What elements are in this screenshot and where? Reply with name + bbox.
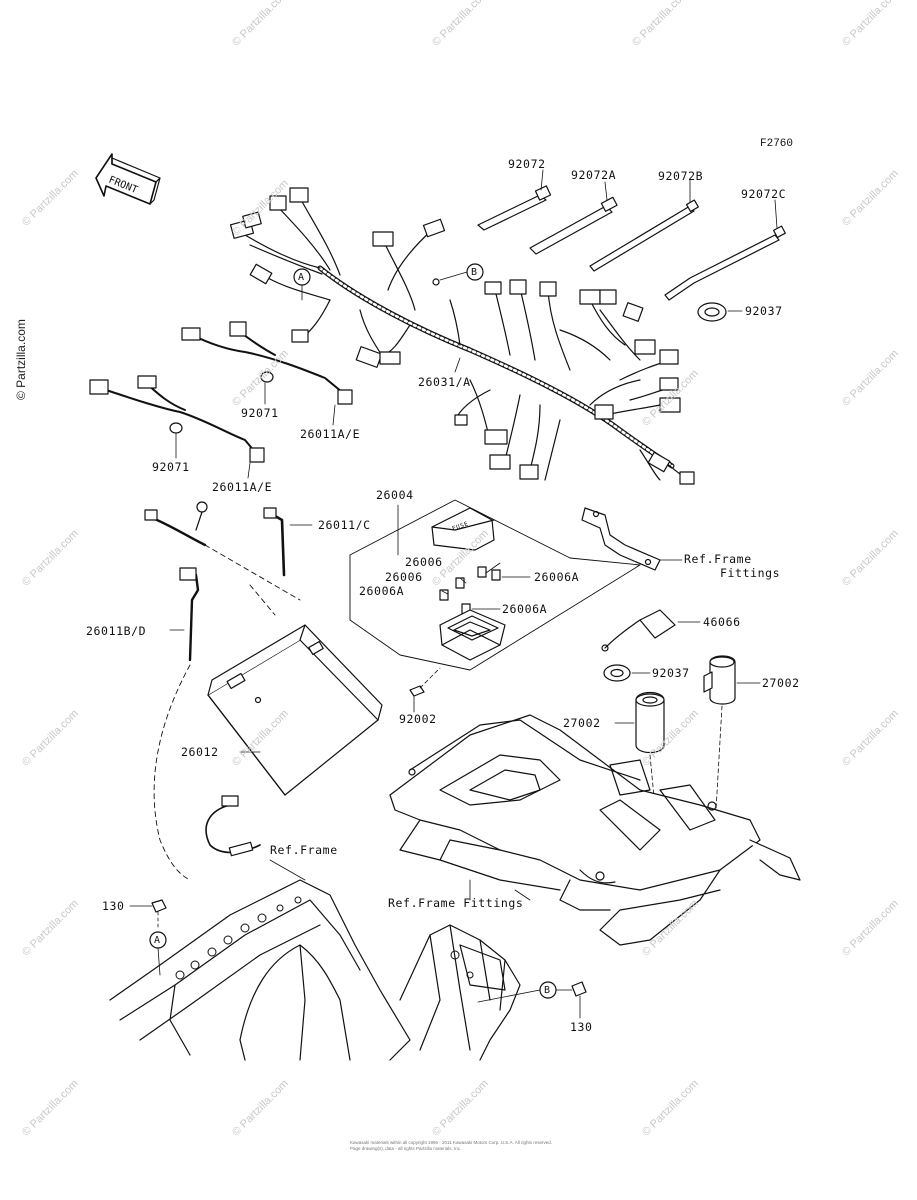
label-27002-right: 27002 (762, 676, 800, 690)
label-92002: 92002 (399, 712, 437, 726)
cable-tie-92072A (529, 181, 618, 255)
label-92072C: 92072C (741, 187, 787, 201)
copyright-line-2: Page drawing(s), data - all rights Partz… (350, 1146, 462, 1151)
label-92037-mid: 92037 (652, 666, 690, 680)
clamp-92037-top (697, 302, 743, 322)
label-26011BD: 26011B/D (86, 624, 147, 638)
label-26012: 26012 (181, 745, 219, 759)
relay-27002-right (703, 655, 761, 811)
label-130-left: 130 (102, 899, 125, 913)
bolt-130-right (571, 981, 587, 1019)
label-26004: 26004 (376, 488, 414, 502)
diagram-code: F2760 (760, 138, 794, 150)
main-frame (109, 879, 521, 1061)
copyright-line-1: Kawasaki materials within all copyright … (350, 1140, 553, 1145)
ground-wire (205, 795, 261, 857)
label-ref-frame-fittings-1: Ref.Frame (684, 552, 752, 566)
label-26011AE-b: 26011A/E (212, 480, 273, 494)
copyright-footer: Kawasaki materials within all copyright … (350, 1140, 590, 1152)
label-ref-frame-fittings-bottom: Ref.Frame Fittings (388, 896, 524, 910)
label-92072: 92072 (508, 157, 546, 171)
label-ref-frame: Ref.Frame (270, 843, 338, 857)
main-wiring-harness (229, 187, 695, 485)
callout-a-bottom-letter: A (154, 935, 161, 946)
label-26006A-2: 26006A (359, 584, 405, 598)
callout-a-bottom (149, 931, 167, 976)
front-arrow-icon (95, 153, 161, 205)
callout-b-top-letter: B (471, 267, 478, 278)
label-26006A-3: 26006A (502, 602, 548, 616)
label-26031A: 26031/A (418, 375, 471, 389)
sensor-46066 (601, 609, 701, 652)
cable-tie-92072B (589, 179, 699, 272)
callout-b-top (432, 263, 484, 286)
label-92037-top: 92037 (745, 304, 783, 318)
fuse-box-group-26004 (349, 499, 641, 671)
relay-27002-left (614, 691, 665, 861)
side-watermark: © Partzilla.com (14, 319, 28, 400)
label-ref-frame-fittings-2: Fittings (720, 566, 781, 580)
battery-cable-negative (144, 501, 208, 547)
label-27002-left: 27002 (563, 716, 601, 730)
bolt-130-left (129, 899, 167, 931)
sub-harness-26011AE-upper (181, 321, 353, 426)
sub-harness-26011AE-lower (89, 375, 265, 479)
clamp-92037-mid (603, 664, 651, 682)
callout-b-bottom-letter: B (544, 985, 551, 996)
callout-a-top (293, 268, 311, 301)
battery-cable-26011C (263, 507, 313, 577)
label-92071-b: 92071 (152, 460, 190, 474)
label-92071-a: 92071 (241, 406, 279, 420)
cable-tie-92072C (664, 199, 786, 301)
bolt-92002 (409, 667, 441, 713)
label-46066: 46066 (703, 615, 741, 629)
cable-tie-92072 (477, 169, 552, 231)
label-26011AE-a: 26011A/E (300, 427, 361, 441)
bracket-ref-frame-fittings (581, 507, 683, 571)
callout-b-bottom (477, 981, 573, 1003)
label-130-right: 130 (570, 1020, 593, 1034)
label-26011C: 26011/C (318, 518, 371, 532)
callout-a-top-letter: A (298, 272, 305, 283)
label-26006-1: 26006 (405, 555, 443, 569)
battery-26012 (207, 624, 383, 796)
label-26006-2: 26006 (385, 570, 423, 584)
label-92072A: 92072A (571, 168, 617, 182)
battery-cable-26011BD (169, 567, 200, 662)
label-92072B: 92072B (658, 169, 704, 183)
label-26006A-1: 26006A (534, 570, 580, 584)
battery-tray-frame-fittings (389, 714, 801, 946)
